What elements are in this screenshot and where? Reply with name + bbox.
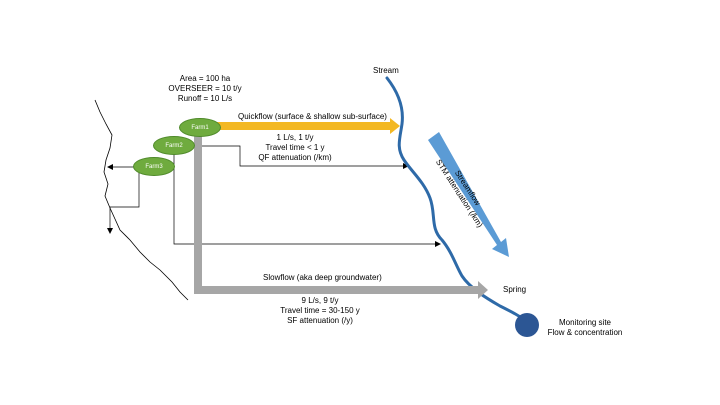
quickflow-travel-time: Travel time < 1 y — [265, 143, 325, 152]
quickflow-details: 1 L/s, 1 t/y Travel time < 1 y QF attenu… — [240, 133, 350, 163]
slowflow-attenuation: SF attenuation (/y) — [287, 316, 353, 325]
slowflow-title: Slowflow (aka deep groundwater) — [263, 273, 382, 282]
stream-line — [385, 76, 529, 324]
farm2-node[interactable]: Farm2 — [153, 136, 195, 155]
stream-label: Stream — [373, 66, 399, 75]
monitoring-line2: Flow & concentration — [547, 328, 623, 337]
farm-area: Area = 100 ha — [179, 74, 231, 83]
slowflow-vertical-bar — [194, 132, 202, 290]
farm1-node[interactable]: Farm1 — [179, 118, 221, 137]
slowflow-travel-time: Travel time = 30-150 y — [280, 306, 360, 315]
streamflow-arrow — [428, 132, 509, 257]
monitoring-site-marker — [515, 313, 539, 337]
farm-overseer: OVERSEER = 10 t/y — [168, 84, 242, 93]
farm2-quickflow-line — [180, 145, 409, 169]
quickflow-arrow — [208, 118, 400, 134]
slowflow-details: 9 L/s, 9 t/y Travel time = 30-150 y SF a… — [265, 296, 375, 326]
farm1-label: Farm1 — [191, 124, 209, 131]
farm2-label: Farm2 — [165, 142, 183, 149]
monitoring-site-label: Monitoring site Flow & concentration — [540, 318, 630, 338]
farm3-node[interactable]: Farm3 — [133, 157, 175, 176]
farm3-label: Farm3 — [145, 163, 163, 170]
monitoring-line1: Monitoring site — [558, 318, 612, 327]
farm3-south-arrow — [107, 172, 140, 234]
farm-info: Area = 100 ha OVERSEER = 10 t/y Runoff =… — [160, 74, 250, 104]
quickflow-attenuation: QF attenuation (/km) — [258, 153, 332, 162]
slowflow-arrow — [194, 281, 488, 299]
quickflow-rate: 1 L/s, 1 t/y — [276, 133, 314, 142]
farm2-deep-line — [173, 150, 441, 247]
spring-label: Spring — [503, 285, 527, 294]
slowflow-rate: 9 L/s, 9 t/y — [301, 296, 339, 305]
farm-runoff: Runoff = 10 L/s — [177, 94, 233, 103]
quickflow-title: Quickflow (surface & shallow sub-surface… — [238, 112, 387, 121]
